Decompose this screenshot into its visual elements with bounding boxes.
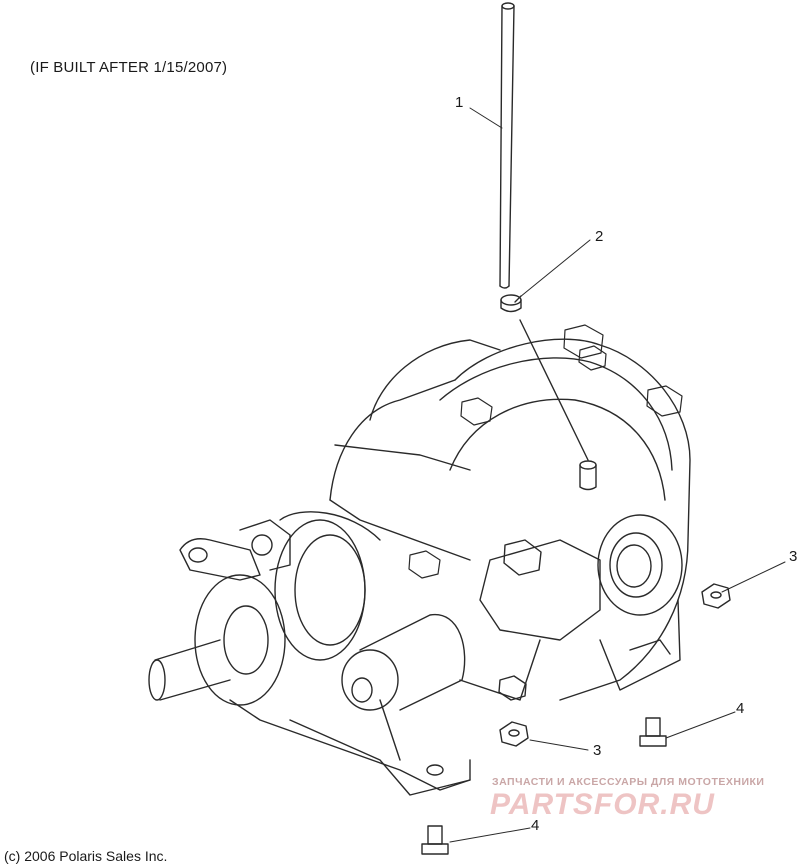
clamp-part xyxy=(500,294,522,313)
bolt-part-bottom xyxy=(421,825,449,855)
bolt-part-right xyxy=(639,717,667,747)
callout-4-right: 4 xyxy=(736,700,745,717)
callout-3-right: 3 xyxy=(789,548,798,565)
callout-4-bottom: 4 xyxy=(531,817,540,834)
watermark-tagline: ЗАПЧАСТИ И АКСЕССУАРЫ ДЛЯ МОТОТЕХНИКИ xyxy=(492,776,765,788)
nut-part-lower xyxy=(499,721,529,747)
callout-1: 1 xyxy=(455,94,464,111)
vent-tube-part xyxy=(499,2,515,289)
leader-lines xyxy=(449,107,786,843)
callout-3-lower: 3 xyxy=(593,742,602,759)
gearcase-housing xyxy=(148,319,691,796)
nut-part-right xyxy=(701,583,731,609)
copyright-text: (c) 2006 Polaris Sales Inc. xyxy=(4,848,168,864)
build-note: (IF BUILT AFTER 1/15/2007) xyxy=(30,59,228,76)
callout-2: 2 xyxy=(595,228,604,245)
watermark-logo: PARTSFOR.RU xyxy=(490,788,715,821)
